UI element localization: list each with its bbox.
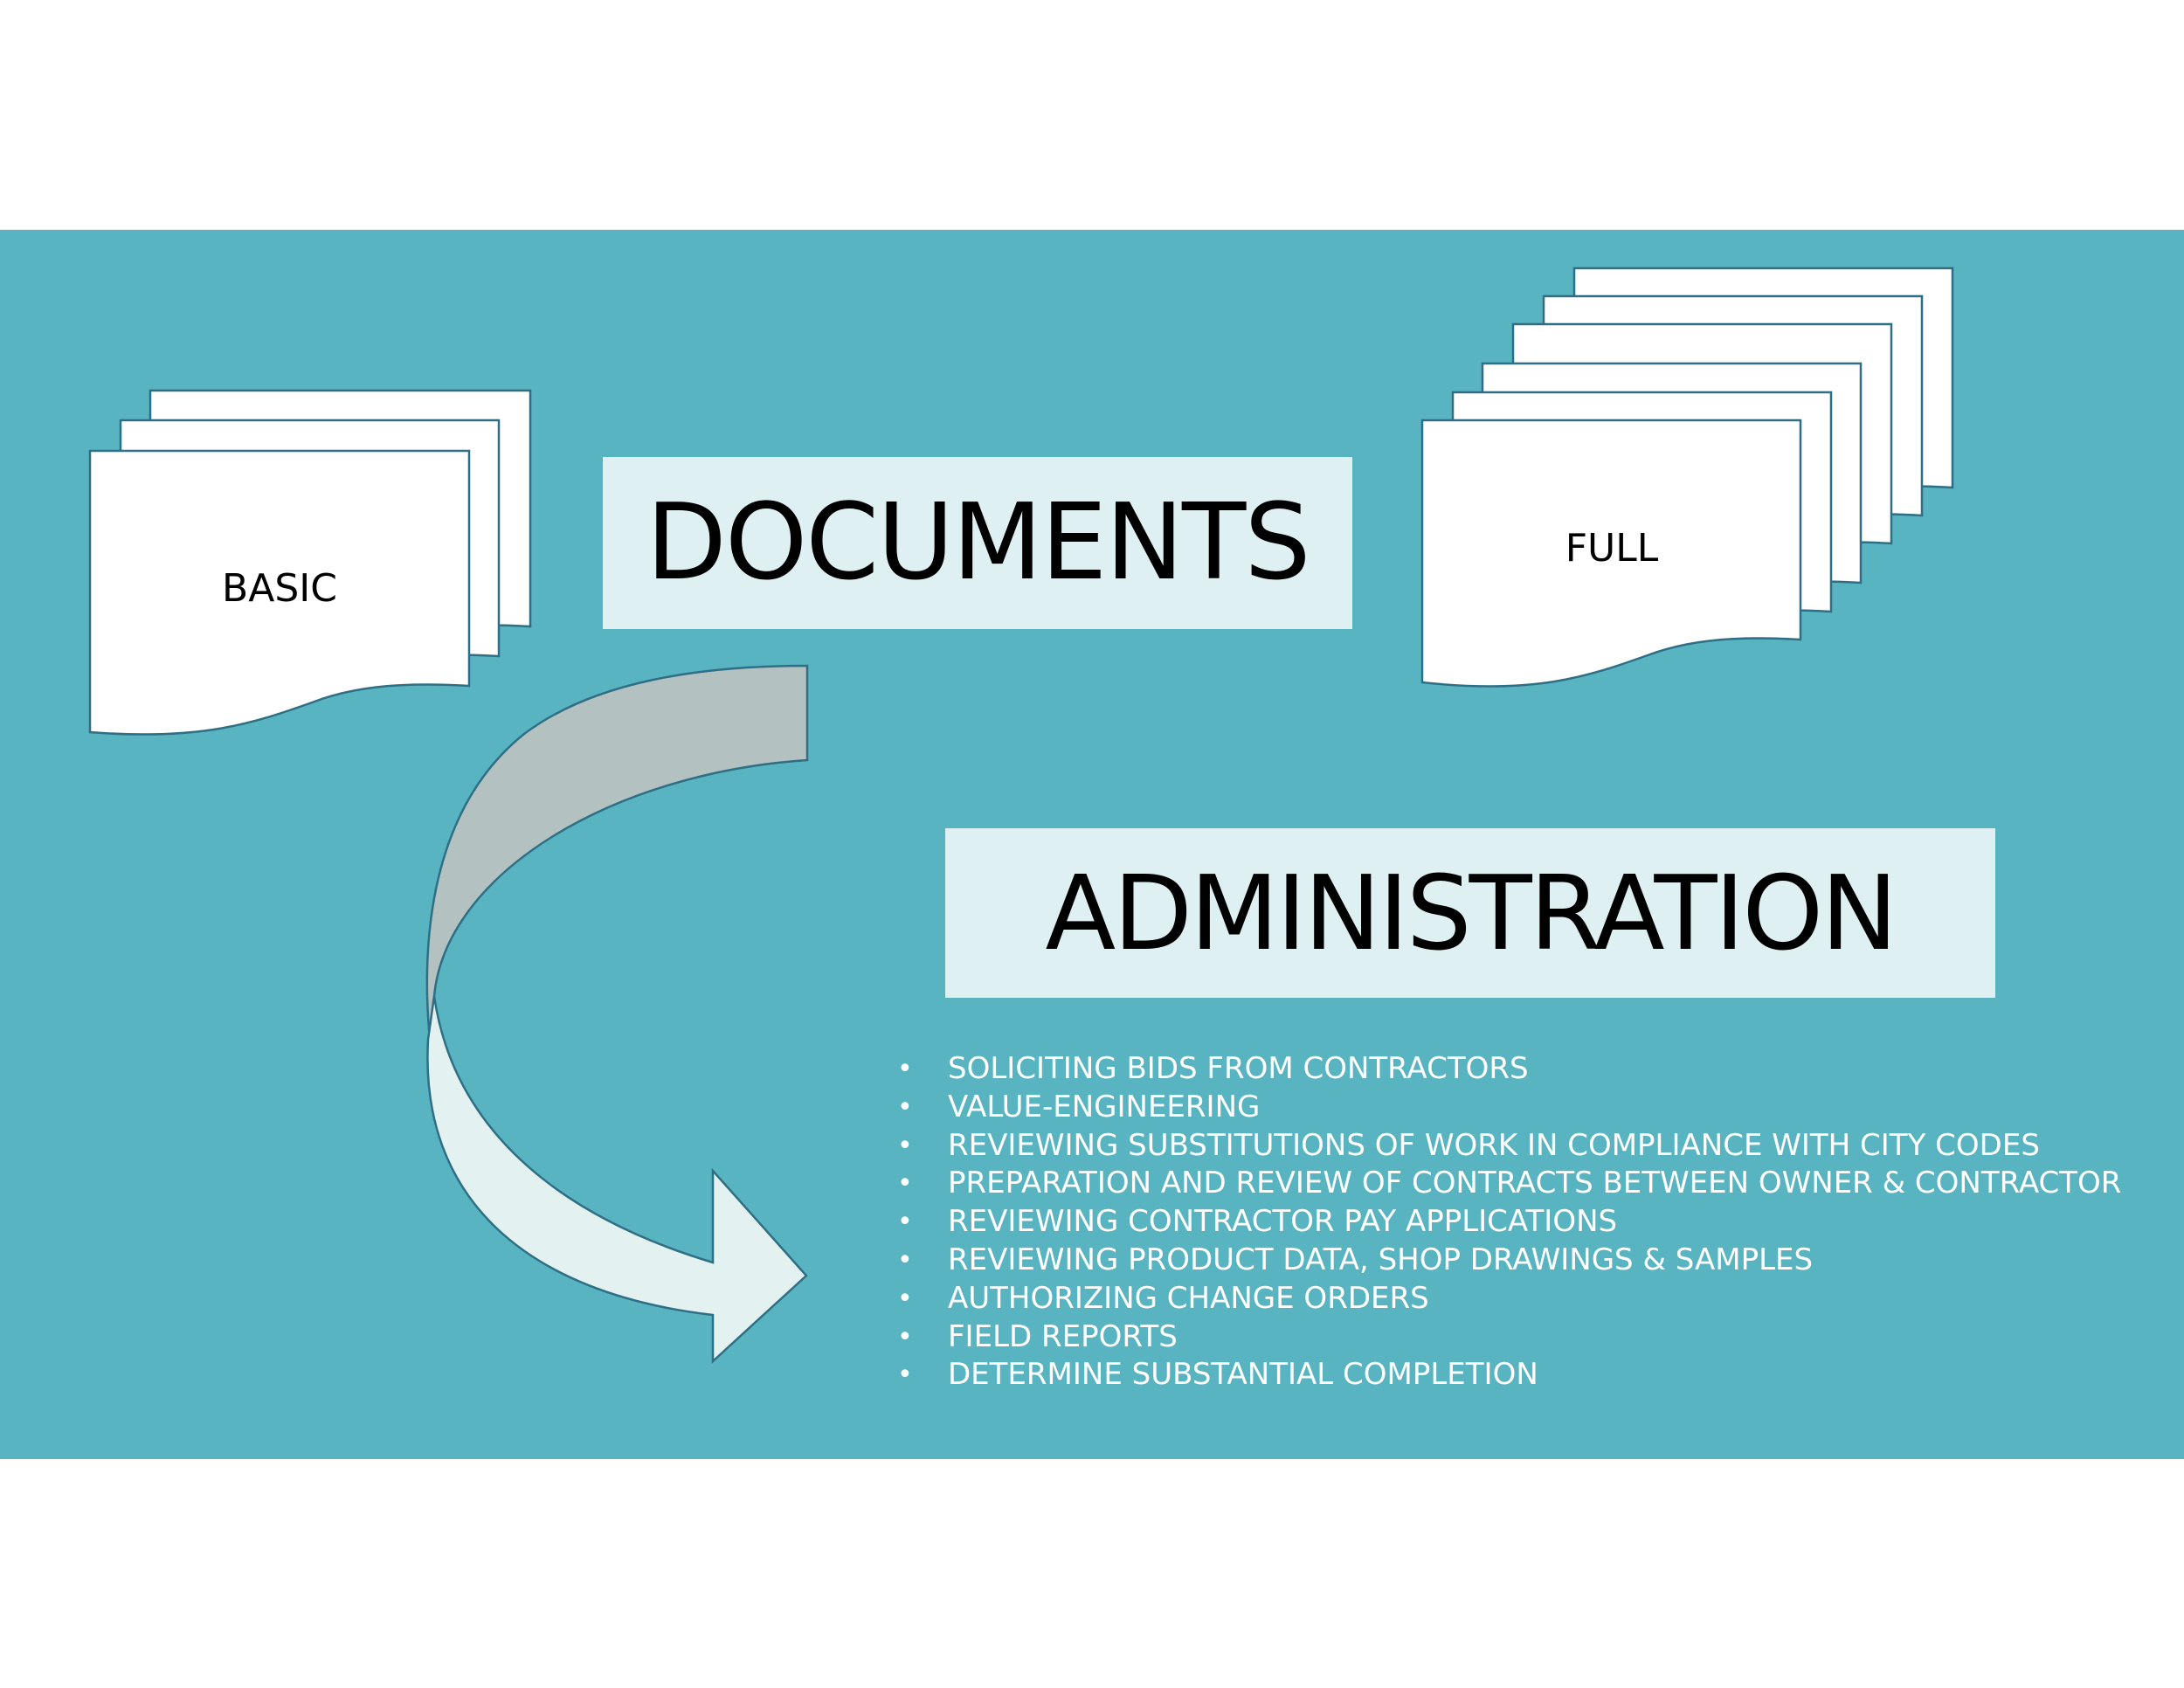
bullet-icon: •	[897, 1359, 913, 1391]
list-item: • PREPARATION AND REVIEW OF CONTRACTS BET…	[895, 1165, 2121, 1203]
list-item: • SOLICITING BIDS FROM CONTRACTORS	[895, 1050, 2121, 1089]
list-item-text: REVIEWING CONTRACTOR PAY APPLICATIONS	[948, 1204, 1618, 1240]
list-item: • FIELD REPORTS	[895, 1318, 2121, 1357]
bullet-icon: •	[897, 1091, 913, 1123]
list-item: • DETERMINE SUBSTANTIAL COMPLETION	[895, 1356, 2121, 1394]
bullet-icon: •	[897, 1168, 913, 1200]
administration-title: ADMINISTRATION	[945, 828, 1995, 998]
list-item: • VALUE-ENGINEERING	[895, 1089, 2121, 1127]
curved-arrow-icon	[425, 664, 809, 1364]
list-item: • REVIEWING PRODUCT DATA, SHOP DRAWINGS &…	[895, 1242, 2121, 1280]
full-document-stack-icon	[1420, 266, 1954, 688]
list-item-text: PREPARATION AND REVIEW OF CONTRACTS BETW…	[948, 1166, 2122, 1201]
basic-document-stack-icon	[88, 389, 532, 736]
list-item: • REVIEWING CONTRACTOR PAY APPLICATIONS	[895, 1203, 2121, 1242]
curved-arrow-lower-band	[426, 995, 808, 1364]
bullet-icon: •	[897, 1054, 913, 1084]
list-item-text: DETERMINE SUBSTANTIAL COMPLETION	[948, 1357, 1538, 1393]
administration-items-list: • SOLICITING BIDS FROM CONTRACTORS • VALUE…	[895, 1050, 2121, 1394]
bullet-icon: •	[897, 1130, 913, 1161]
bullet-icon: •	[897, 1321, 913, 1352]
list-item-text: FIELD REPORTS	[948, 1318, 1178, 1354]
documents-title: DOCUMENTS	[603, 457, 1352, 629]
list-item-text: REVIEWING PRODUCT DATA, SHOP DRAWINGS & …	[948, 1242, 1814, 1277]
full-document-label: FULL	[1565, 526, 1659, 571]
bullet-icon: •	[897, 1244, 913, 1276]
documents-title-text: DOCUMENTS	[646, 482, 1310, 604]
administration-title-text: ADMINISTRATION	[1045, 853, 1897, 973]
list-item-text: REVIEWING SUBSTITUTIONS OF WORK IN COMPL…	[948, 1127, 2040, 1163]
list-item-text: VALUE-ENGINEERING	[948, 1089, 1261, 1124]
list-item: • REVIEWING SUBSTITUTIONS OF WORK IN COMP…	[895, 1127, 2121, 1166]
bullet-icon: •	[897, 1283, 913, 1314]
basic-document-label: BASIC	[222, 566, 337, 611]
basic-document-page-front	[88, 449, 471, 736]
list-item: • AUTHORIZING CHANGE ORDERS	[895, 1280, 2121, 1318]
full-document-page-1	[1420, 419, 1802, 688]
list-item-text: SOLICITING BIDS FROM CONTRACTORS	[948, 1051, 1529, 1086]
curved-arrow-upper-band	[425, 664, 809, 1041]
bullet-icon: •	[897, 1207, 913, 1238]
list-item-text: AUTHORIZING CHANGE ORDERS	[948, 1280, 1429, 1316]
